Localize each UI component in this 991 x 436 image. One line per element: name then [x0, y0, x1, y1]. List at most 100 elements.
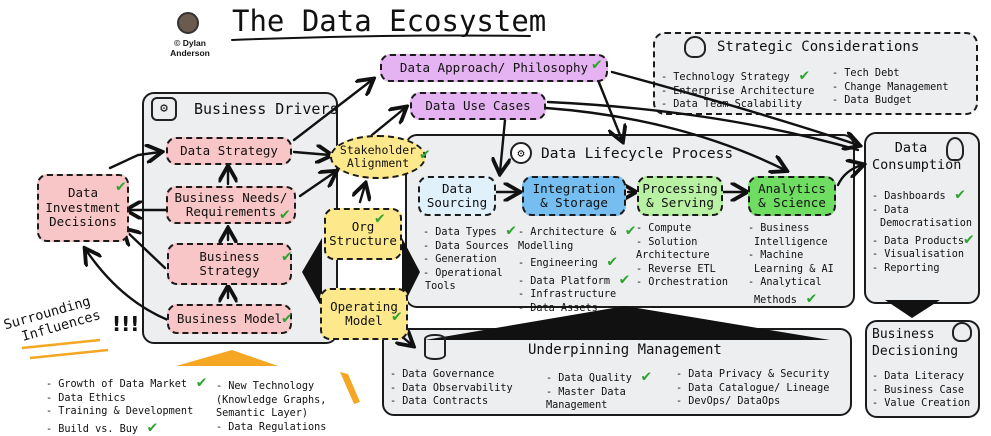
integration-label-2: & Storage [540, 195, 608, 210]
stakeholder-label-2: Alignment [346, 156, 410, 170]
list-item: - Master Data [546, 386, 626, 398]
list-item: - Data Governance [390, 369, 495, 380]
list-item: - Technology Strategy [661, 72, 790, 83]
list-item: (Knowledge Graphs, [216, 394, 327, 406]
business-needs-label-2: Requirements [185, 204, 277, 219]
list-item: - Visualisation [872, 249, 965, 261]
head-gear-icon [952, 322, 972, 342]
business-drivers-title: Business Drivers [194, 100, 339, 118]
list-item: - Build vs. Buy [46, 423, 139, 435]
analytics-items: - Business Intelligence - Machine Learni… [748, 222, 834, 308]
list-item: - Data [872, 204, 909, 216]
author-avatar-icon [177, 12, 199, 34]
business-needs-label: Business Needs/ [174, 189, 288, 205]
operating-model-label-2: Model [345, 313, 383, 328]
list-item: - Training & Development [46, 406, 194, 418]
list-item: - Value Creation [872, 398, 971, 410]
decisioning-title-line2: Decisioning [872, 344, 959, 359]
strategic-considerations-panel [653, 32, 978, 115]
list-item: Learning & AI [754, 263, 834, 275]
org-structure-label-2: Structure [329, 233, 397, 248]
consumption-title-line2: Consumption [872, 157, 962, 173]
data-consumption-panel [864, 132, 980, 304]
list-item: - Reporting [872, 262, 940, 274]
list-item: - Enterprise Architecture [661, 85, 815, 97]
underpinning-col3: - Data Privacy & Security - Data Catalog… [676, 368, 829, 409]
list-item: - Data Ethics [46, 392, 126, 404]
check-icon: ✔ [138, 416, 158, 436]
list-item: - Engineering [518, 258, 598, 270]
list-item: - Data Contracts [390, 396, 489, 408]
list-item: - Analytical [748, 277, 822, 289]
data-sourcing-label-2: Sourcing [426, 195, 488, 210]
list-item: - Dashboards [872, 191, 946, 202]
analytics-label: Analytics [758, 180, 826, 196]
underpinning-col1: - Data Governance - Data Observability -… [390, 368, 513, 409]
list-item: - Change Management [832, 81, 949, 93]
integration-items: - Architecture & ✔ Modelling - Engineeri… [518, 222, 635, 316]
stakeholder-label: Stakeholder [339, 142, 417, 157]
list-item: - Data Observability [390, 382, 513, 394]
analytics-science-box: Analytics & Science [748, 176, 836, 216]
data-use-cases-label: Data Use Cases [425, 97, 531, 113]
list-item: Methods [754, 294, 797, 306]
strategic-considerations-title: Strategic Considerations [717, 39, 920, 55]
gears-icon: ⚙ [510, 142, 532, 164]
check-icon: ✔ [789, 65, 810, 84]
stakeholder-alignment-box: Stakeholder Alignment [330, 135, 426, 179]
list-item: - Data Budget [832, 95, 912, 107]
processing-items: - Compute - Solution Architecture - Reve… [636, 222, 728, 290]
list-item: - Machine [748, 250, 804, 262]
consumption-title: Data Consumption [872, 140, 962, 174]
list-item: - Data Assets [518, 302, 598, 314]
list-item: - Orchestration [636, 277, 729, 289]
processing-label: Processing [642, 180, 718, 196]
check-icon: ✔ [945, 184, 965, 203]
strategic-col1: - Technology Strategy ✔ - Enterprise Arc… [661, 67, 814, 112]
decisioning-title-line1: Business [872, 327, 935, 342]
investment-label-2: Investment [45, 199, 121, 215]
consumption-title-line1: Data [894, 140, 928, 156]
check-icon: ✔ [616, 220, 636, 239]
list-item: - Generation [423, 254, 497, 266]
check-icon: ✔ [116, 176, 126, 195]
list-item: - DevOps/ DataOps [676, 396, 781, 408]
list-item: Management [546, 400, 608, 412]
list-item: - Data Regulations [216, 421, 327, 433]
business-strategy-label: Business [199, 248, 260, 264]
decisioning-items: - Data Literacy - Business Case - Value … [872, 370, 970, 411]
exclamation-marks-icon: !!! [112, 312, 140, 336]
processing-label-2: & Serving [646, 195, 714, 210]
org-structure-box: Org Structure [324, 208, 402, 260]
business-strategy-box: Business Strategy [167, 243, 292, 285]
list-item: - Infrastructure [518, 289, 617, 301]
integration-label: Integration [532, 180, 616, 196]
org-structure-label: Org [351, 218, 375, 234]
list-item: - Reverse ETL [636, 263, 716, 275]
check-icon: ✔ [964, 228, 974, 248]
underpinning-col2: - Data Quality ✔ - Master Data Managemen… [546, 368, 651, 413]
list-item: Semantic Layer) [216, 408, 309, 420]
data-strategy-box: Data Strategy [166, 137, 292, 165]
list-item: Tools [425, 281, 456, 293]
investment-label-3: Decisions [49, 214, 117, 230]
list-item: - Data Literacy [872, 371, 965, 382]
list-item: Democratisation [880, 218, 973, 230]
list-item: - Growth of Data Market [46, 379, 188, 390]
check-icon: ✔ [592, 54, 602, 73]
decisioning-title: Business Decisioning [872, 326, 958, 360]
operating-model-label: Operating [330, 298, 398, 314]
page-title: The Data Ecosystem [232, 4, 547, 38]
data-use-cases-box: Data Use Cases [410, 92, 546, 120]
check-icon: ✔ [187, 372, 207, 391]
check-icon: ✔ [597, 251, 617, 271]
list-item: - Compute [636, 223, 692, 234]
analytics-label-2: & Science [758, 195, 826, 210]
list-item: - Business Case [872, 384, 965, 396]
list-item: - New Technology [216, 381, 315, 392]
list-item: - Architecture & [518, 227, 617, 238]
list-item: - Data Team Scalability [661, 99, 803, 111]
integration-storage-box: Integration & Storage [522, 176, 626, 216]
list-item: - Data Types [423, 227, 497, 238]
